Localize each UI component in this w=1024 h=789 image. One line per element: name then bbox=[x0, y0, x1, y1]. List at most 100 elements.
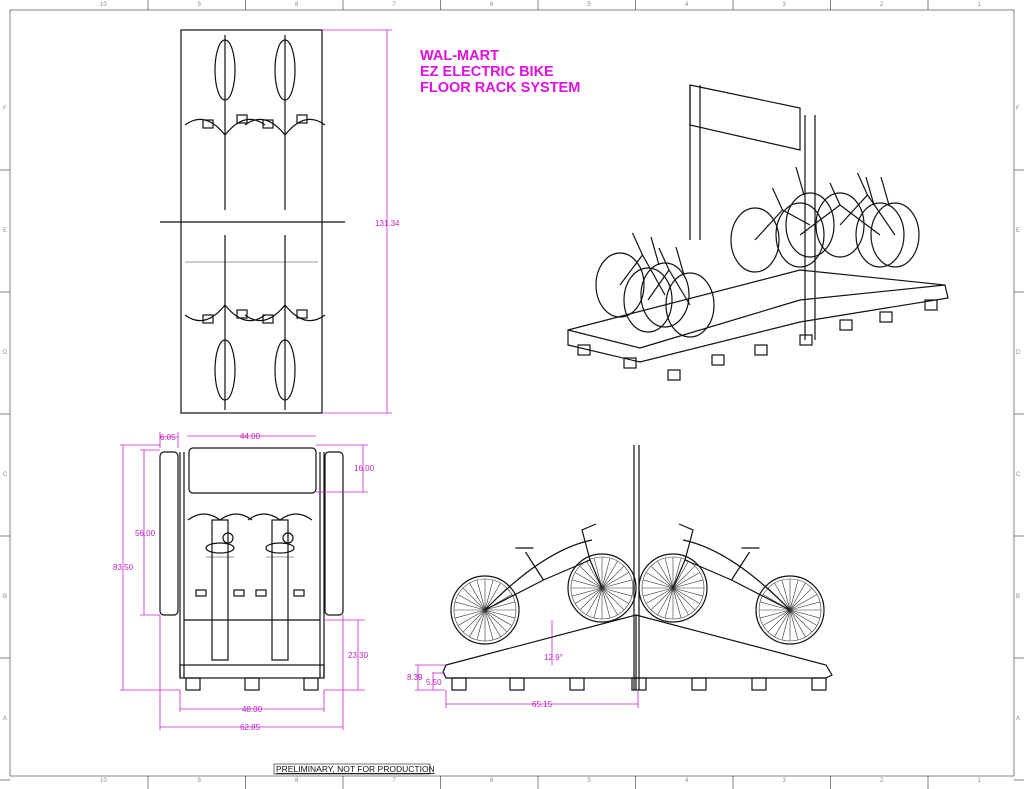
seat bbox=[205, 542, 235, 554]
spoke bbox=[571, 579, 603, 589]
spoke bbox=[664, 587, 674, 619]
dim-label: 44.00 bbox=[240, 432, 261, 441]
wheel bbox=[640, 262, 690, 328]
bike-frame bbox=[672, 539, 791, 611]
spoke bbox=[462, 609, 486, 633]
pedal bbox=[296, 309, 308, 319]
foot bbox=[577, 344, 591, 356]
handlebar bbox=[244, 118, 326, 136]
spoke bbox=[789, 609, 821, 619]
spoke bbox=[672, 572, 700, 589]
spoke bbox=[484, 609, 508, 633]
spoke bbox=[484, 609, 494, 641]
wheel bbox=[567, 553, 637, 623]
spoke bbox=[672, 565, 696, 589]
spoke bbox=[672, 587, 700, 604]
dim-label: 131.34 bbox=[375, 219, 400, 228]
spoke bbox=[586, 561, 603, 589]
spoke bbox=[672, 587, 689, 615]
foot bbox=[751, 677, 767, 691]
bike-body bbox=[271, 519, 289, 661]
spoke bbox=[657, 587, 674, 615]
spoke bbox=[579, 565, 603, 589]
spoke bbox=[601, 587, 629, 604]
spoke bbox=[672, 561, 689, 589]
spoke bbox=[484, 583, 501, 611]
bike-top bbox=[184, 35, 266, 410]
foot bbox=[667, 369, 681, 381]
bike-frame bbox=[484, 539, 603, 611]
spoke bbox=[601, 565, 625, 589]
sheet-border bbox=[9, 9, 1015, 777]
seat bbox=[274, 339, 296, 401]
spoke bbox=[454, 601, 486, 611]
zone-column-label: 9 bbox=[198, 778, 202, 784]
title-line-2: EZ ELECTRIC BIKE bbox=[420, 64, 554, 80]
spoke bbox=[789, 587, 813, 611]
spoke bbox=[601, 587, 633, 597]
pedal bbox=[293, 589, 305, 597]
spoke bbox=[469, 583, 486, 611]
spoke bbox=[593, 587, 603, 619]
zone-row-label: E bbox=[1016, 228, 1020, 234]
zone-column-label: 6 bbox=[490, 778, 494, 784]
zone-column-label: 10 bbox=[100, 2, 107, 8]
pedal bbox=[255, 589, 267, 597]
spoke bbox=[593, 557, 603, 589]
bike-frame bbox=[619, 232, 666, 296]
handlebar bbox=[678, 523, 694, 561]
dim-label: 62.85 bbox=[240, 723, 261, 732]
title-block: WAL-MART EZ ELECTRIC BIKE FLOOR RACK SYS… bbox=[420, 48, 580, 96]
isometric-view bbox=[567, 84, 949, 381]
zone-row-label: D bbox=[1016, 350, 1021, 356]
bike-frame bbox=[754, 166, 811, 241]
zone-column-label: 5 bbox=[588, 2, 592, 8]
spoke bbox=[571, 587, 603, 597]
dim-label: 65.15 bbox=[532, 700, 553, 709]
spoke bbox=[759, 601, 791, 611]
zone-row-label: C bbox=[3, 472, 8, 478]
spoke bbox=[650, 565, 674, 589]
zone-row-label: D bbox=[3, 350, 8, 356]
bike-top bbox=[244, 35, 326, 410]
spoke bbox=[789, 594, 817, 611]
spoke bbox=[476, 579, 486, 611]
spoke bbox=[789, 609, 813, 633]
wheel bbox=[775, 202, 825, 268]
handlebar bbox=[187, 513, 253, 521]
zone-column-label: 8 bbox=[295, 2, 299, 8]
spoke bbox=[458, 594, 486, 611]
spoke bbox=[601, 579, 633, 589]
spoke bbox=[484, 609, 516, 619]
spoke bbox=[789, 609, 799, 641]
headlight bbox=[282, 532, 294, 544]
side-view: 12.9° 8.39 5.50 65.15 bbox=[407, 445, 833, 709]
dim-label: 23.30 bbox=[348, 651, 369, 660]
bike-front bbox=[247, 513, 313, 661]
zone-column-label: 7 bbox=[393, 2, 397, 8]
foot bbox=[924, 299, 938, 311]
foot bbox=[691, 677, 707, 691]
pedal bbox=[233, 589, 245, 597]
spoke bbox=[657, 561, 674, 589]
zone-column-label: 5 bbox=[588, 778, 592, 784]
spoke bbox=[774, 583, 791, 611]
zone-row-label: B bbox=[3, 594, 7, 600]
spoke bbox=[767, 609, 791, 633]
wheel bbox=[815, 192, 865, 258]
handlebar bbox=[581, 523, 597, 561]
zone-column-label: 2 bbox=[880, 778, 884, 784]
bike bbox=[623, 246, 715, 338]
bike-front bbox=[187, 513, 253, 661]
spoke bbox=[601, 572, 629, 589]
spoke bbox=[601, 587, 611, 619]
zone-row-label: A bbox=[3, 716, 7, 722]
handlebar bbox=[184, 304, 266, 322]
zone-column-label: 8 bbox=[295, 778, 299, 784]
zone-row-label: A bbox=[1016, 716, 1020, 722]
zone-column-label: 4 bbox=[685, 2, 689, 8]
spoke bbox=[789, 609, 806, 637]
spoke bbox=[586, 587, 603, 615]
wheel bbox=[665, 272, 715, 338]
